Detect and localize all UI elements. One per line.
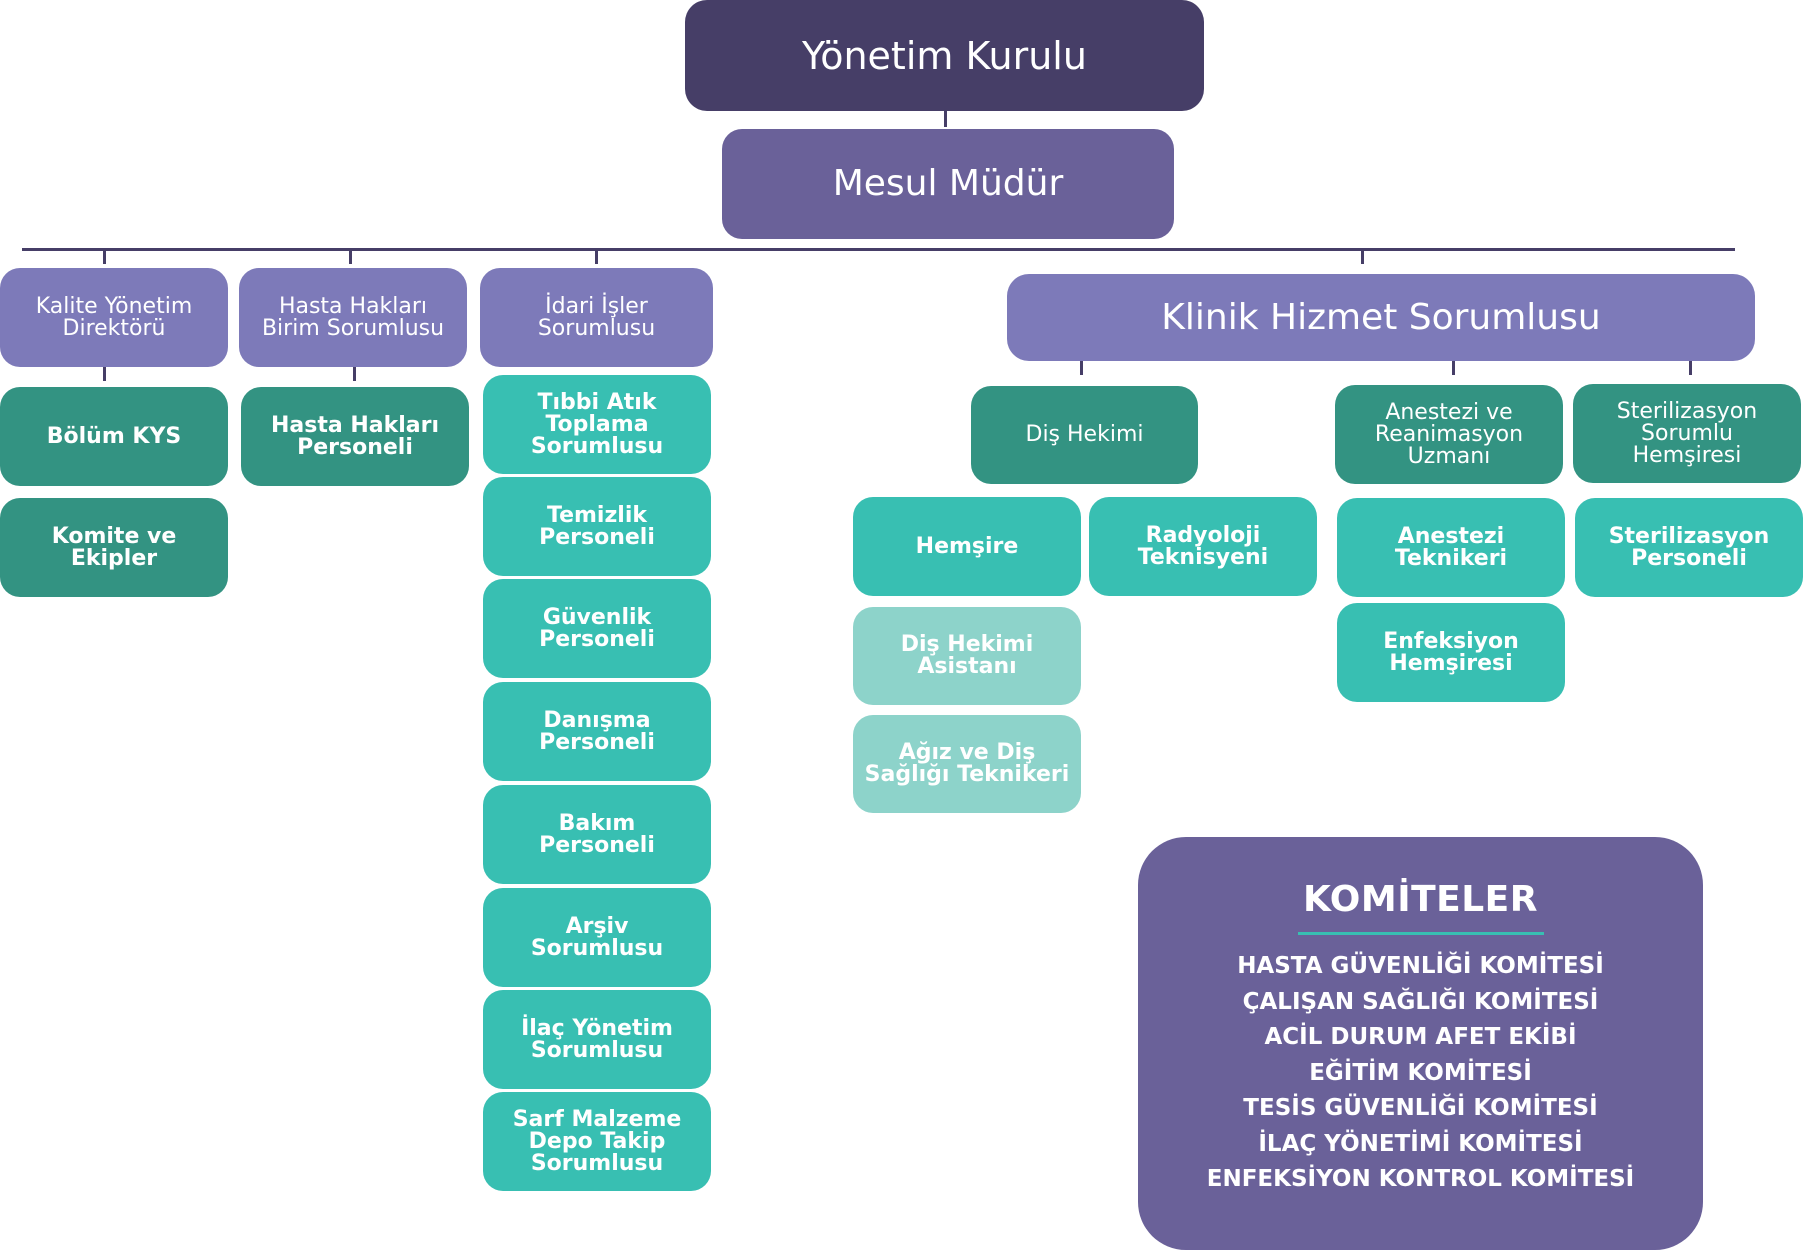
administrative-lead-node: İdari İşler Sorumlusu (480, 268, 713, 367)
board-node: Yönetim Kurulu (685, 0, 1204, 111)
administrative-staff-node: Temizlik Personeli (483, 477, 711, 576)
sterilization-staff-label: Sterilizasyon Personeli (1608, 523, 1770, 571)
administrative-staff-node: Sarf Malzeme Depo Takip Sorumlusu (483, 1092, 711, 1191)
patient-rights-lead-node: Hasta Hakları Birim Sorumlusu (239, 268, 467, 367)
committee-item: İLAÇ YÖNETİMİ KOMİTESİ (1258, 1130, 1583, 1157)
dentist-node: Diş Hekimi (971, 386, 1198, 484)
connector-quality (103, 250, 106, 264)
anesthesia-lead-label: Anestezi ve Reanimasyon Uzmanı (1374, 399, 1524, 469)
committee-item: ÇALIŞAN SAĞLIĞI KOMİTESİ (1242, 988, 1599, 1015)
main-horizontal-connector (22, 248, 1735, 251)
committees-panel: KOMİTELER HASTA GÜVENLİĞİ KOMİTESİ ÇALIŞ… (1138, 837, 1703, 1250)
anesthesia-lead-node: Anestezi ve Reanimasyon Uzmanı (1335, 385, 1563, 484)
administrative-staff-label: Arşiv Sorumlusu (530, 913, 664, 961)
quality-child-node: Bölüm KYS (0, 387, 228, 486)
quality-child-label: Bölüm KYS (46, 423, 182, 449)
administrative-staff-node: Güvenlik Personeli (483, 579, 711, 678)
quality-child-node: Komite ve Ekipler (0, 498, 228, 597)
patient-rights-lead-label: Hasta Hakları Birim Sorumlusu (261, 293, 445, 341)
dentist-staff-node: Radyoloji Teknisyeni (1089, 497, 1317, 596)
administrative-staff-label: İlaç Yönetim Sorumlusu (521, 1015, 673, 1063)
sterilization-lead-label: Sterilizasyon Sorumlu Hemşiresi (1616, 398, 1758, 468)
committees-title: KOMİTELER (1302, 879, 1538, 920)
sterilization-staff-node: Sterilizasyon Personeli (1575, 498, 1803, 597)
dentist-assistant-node: Diş Hekimi Asistanı (853, 607, 1081, 705)
connector-quality-children (103, 367, 106, 381)
patient-rights-staff-label: Hasta Hakları Personeli (270, 412, 440, 460)
administrative-staff-node: Danışma Personeli (483, 682, 711, 781)
committee-item: TESİS GÜVENLİĞİ KOMİTESİ (1243, 1095, 1598, 1121)
dentist-staff-label: Radyoloji Teknisyeni (1137, 522, 1269, 570)
administrative-staff-label: Temizlik Personeli (539, 502, 655, 550)
connector-sterilization (1689, 361, 1692, 375)
administrative-staff-label: Güvenlik Personeli (539, 604, 655, 652)
committees-list: HASTA GÜVENLİĞİ KOMİTESİ ÇALIŞAN SAĞLIĞI… (1138, 949, 1703, 1198)
committees-title-underline (1297, 932, 1544, 935)
manager-label: Mesul Müdür (832, 163, 1064, 204)
dentist-assistant-node: Ağız ve Diş Sağlığı Teknikeri (853, 715, 1081, 813)
committee-item: ACİL DURUM AFET EKİBİ (1264, 1024, 1577, 1050)
committee-item: HASTA GÜVENLİĞİ KOMİTESİ (1237, 953, 1604, 979)
administrative-staff-label: Bakım Personeli (539, 810, 655, 858)
administrative-staff-label: Sarf Malzeme Depo Takip Sorumlusu (512, 1106, 682, 1176)
anesthesia-staff-label: Enfeksiyon Hemşiresi (1383, 628, 1519, 676)
administrative-staff-node: Arşiv Sorumlusu (483, 888, 711, 987)
administrative-staff-label: Tıbbi Atık Toplama Sorumlusu (530, 389, 664, 459)
administrative-staff-node: Tıbbi Atık Toplama Sorumlusu (483, 375, 711, 474)
anesthesia-staff-label: Anestezi Teknikeri (1394, 523, 1508, 571)
administrative-staff-node: İlaç Yönetim Sorumlusu (483, 990, 711, 1089)
dentist-staff-label: Hemşire (915, 533, 1019, 559)
connector-board-manager (944, 111, 947, 127)
administrative-staff-node: Bakım Personeli (483, 785, 711, 884)
clinical-lead-node: Klinik Hizmet Sorumlusu (1007, 274, 1755, 361)
connector-patient-rights-children (353, 367, 356, 381)
board-label: Yönetim Kurulu (802, 33, 1087, 78)
committee-item: EĞİTİM KOMİTESİ (1309, 1059, 1532, 1086)
anesthesia-staff-node: Enfeksiyon Hemşiresi (1337, 603, 1565, 702)
connector-administrative (595, 250, 598, 264)
administrative-staff-label: Danışma Personeli (539, 707, 655, 755)
patient-rights-staff-node: Hasta Hakları Personeli (241, 387, 469, 486)
dentist-staff-node: Hemşire (853, 497, 1081, 596)
dentist-label: Diş Hekimi (1025, 422, 1144, 447)
connector-patient-rights (349, 250, 352, 264)
dentist-assistant-label: Diş Hekimi Asistanı (900, 632, 1034, 679)
connector-dentist (1080, 361, 1083, 375)
administrative-lead-label: İdari İşler Sorumlusu (537, 293, 656, 341)
connector-clinical (1361, 250, 1364, 264)
quality-child-label: Komite ve Ekipler (51, 523, 177, 571)
manager-node: Mesul Müdür (722, 129, 1174, 239)
dentist-assistant-label: Ağız ve Diş Sağlığı Teknikeri (864, 740, 1070, 787)
anesthesia-staff-node: Anestezi Teknikeri (1337, 498, 1565, 597)
quality-director-node: Kalite Yönetim Direktörü (0, 268, 228, 367)
committee-item: ENFEKSİYON KONTROL KOMİTESİ (1206, 1166, 1635, 1192)
quality-director-label: Kalite Yönetim Direktörü (35, 293, 193, 341)
connector-anesthesia (1452, 361, 1455, 375)
clinical-lead-label: Klinik Hizmet Sorumlusu (1161, 296, 1601, 338)
sterilization-lead-node: Sterilizasyon Sorumlu Hemşiresi (1573, 384, 1801, 483)
